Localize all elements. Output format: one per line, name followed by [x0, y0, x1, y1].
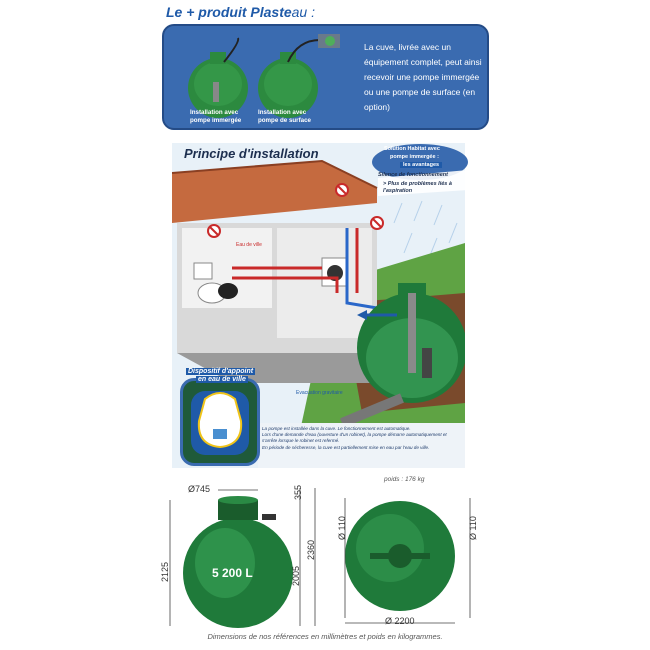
caption-left: Installation avec pompe immergée — [190, 109, 242, 124]
evacuation-label: Evacuation gravitaire — [296, 390, 343, 396]
dim-2360: 2360 — [306, 539, 316, 560]
tank-side-view — [183, 496, 293, 628]
caption-right: Installation avec pompe de surface — [258, 109, 311, 124]
toilet — [193, 262, 238, 304]
overflow-pipe — [340, 393, 404, 428]
pipes — [232, 228, 413, 320]
explanation-line-2: Lors d'une demande d'eau (ouverture d'un… — [262, 432, 447, 444]
rain — [393, 200, 458, 259]
dim-manhole-diameter: Ø745 — [188, 484, 211, 494]
badge-line-2: pompe immergée : — [390, 154, 439, 160]
tank-capacity-label: 5 200 L — [212, 566, 253, 580]
promo-description: La cuve, livrée avec un équipement compl… — [364, 42, 482, 112]
dispositif-illustration — [191, 391, 249, 455]
explanation-box — [258, 423, 465, 468]
explanation-line-1: La pompe est installée dans la cuve. Le … — [262, 426, 411, 431]
dim-355: 355 — [293, 484, 303, 500]
promo-illustrations — [188, 34, 340, 118]
tank-top-view — [345, 501, 455, 611]
no-drinking-sign-icons — [207, 183, 384, 238]
dispositif-label-2: en eau de ville — [196, 376, 248, 383]
installation-illustration — [172, 143, 465, 468]
title-light: au : — [291, 4, 315, 20]
dim-110-right: Ø 110 — [468, 516, 478, 540]
explanation-line-3: En période de sécheresse, la cuve est pa… — [262, 444, 430, 450]
weight-label: poids : 176 kg — [384, 476, 425, 483]
installation-scene — [172, 143, 465, 468]
advantage-1: Silence de fonctionnement — [378, 172, 448, 178]
dispositif-label-1: Dispositif d'appoint — [186, 368, 256, 375]
dim-110-left: Ø 110 — [337, 516, 347, 540]
roof — [172, 161, 377, 223]
tank-surface-pump-illustration — [258, 34, 340, 118]
dispositif-inset — [180, 378, 260, 466]
advantage-2: > Plus de problèmes liés à l'aspiration — [383, 181, 452, 194]
dim-2125: 2125 — [160, 561, 170, 582]
technical-drawing — [169, 488, 471, 628]
washing-machine — [321, 257, 349, 287]
explanation-text: La pompe est installée dans la cuve. Le … — [262, 426, 462, 451]
badge-line-3: les avantages — [400, 162, 443, 168]
footer-caption: Dimensions de nos références en millimèt… — [207, 632, 443, 641]
title-bold: Le + produit Plaste — [166, 4, 292, 20]
dim-2005: 2005 — [291, 565, 301, 586]
eau-ville-label: Eau de ville — [236, 242, 262, 248]
floor — [177, 353, 377, 383]
section-title: Le + produit Plasteau : — [166, 4, 315, 20]
underground-tank — [357, 283, 465, 403]
dimension-lines — [169, 488, 316, 626]
tank-submerged-pump-illustration — [188, 37, 248, 118]
installation-title: Principe d'installation — [184, 146, 319, 161]
dim-tank-diameter: Ø 2200 — [385, 616, 415, 626]
top-dimension-lines — [344, 498, 471, 624]
badge-line-1: Solution Habitat avec — [384, 146, 440, 152]
